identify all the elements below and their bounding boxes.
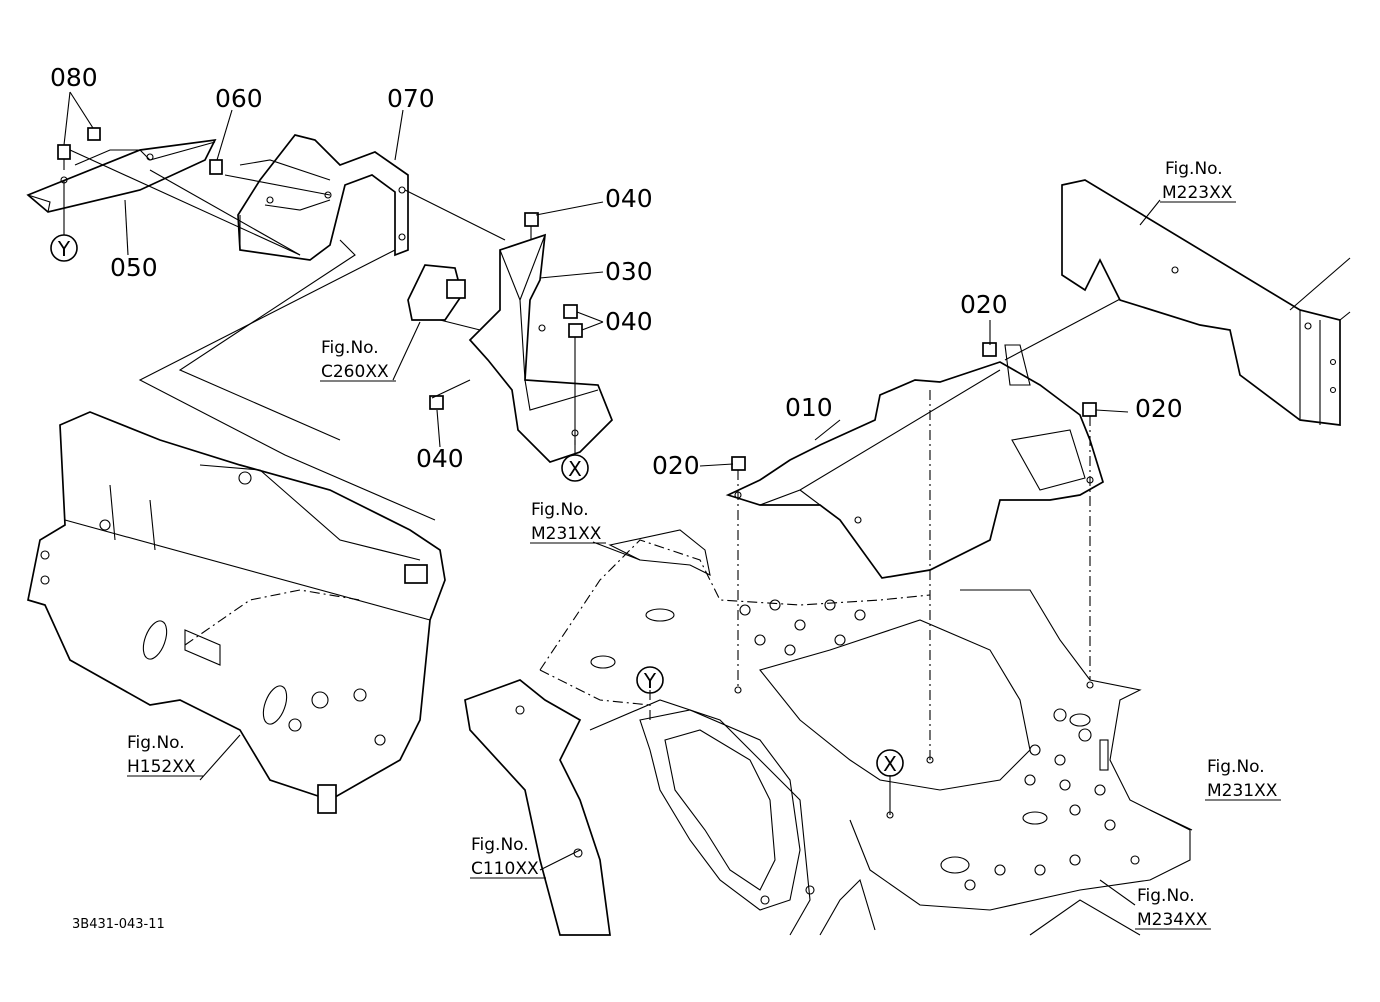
svg-text:Fig.No.: Fig.No.	[1137, 886, 1195, 906]
label-040-low: 040	[416, 444, 464, 473]
svg-text:M231XX: M231XX	[1207, 781, 1278, 801]
fig-ref-m223: Fig.No. M223XX	[1162, 159, 1233, 203]
switch-c260	[407, 264, 466, 321]
svg-text:Fig.No.: Fig.No.	[321, 338, 379, 358]
ref-mark-y-bottom: Y	[636, 666, 664, 694]
fig-ref-m231-top: Fig.No. M231XX	[531, 500, 602, 544]
label-030: 030	[605, 257, 653, 286]
label-080: 080	[50, 63, 98, 92]
bolt-080b	[87, 127, 101, 141]
bolt-040a	[524, 212, 539, 240]
document-id: 3B431-043-11	[72, 917, 165, 932]
part-070-bracket	[237, 134, 409, 261]
fig-ref-c110: Fig.No. C110XX	[471, 835, 539, 879]
label-050: 050	[110, 253, 158, 282]
label-020-left: 020	[652, 451, 700, 480]
fig-ref-m234: Fig.No. M234XX	[1137, 886, 1208, 930]
svg-text:Y: Y	[57, 237, 71, 261]
bolt-040b	[563, 304, 583, 445]
label-070: 070	[387, 84, 435, 113]
label-020-top: 020	[960, 290, 1008, 319]
bolt-080a	[57, 144, 71, 170]
panel-m223	[1061, 179, 1351, 426]
svg-text:X: X	[568, 457, 582, 481]
panel-h152	[27, 411, 446, 814]
fig-ref-c260: Fig.No. C260XX	[321, 338, 389, 382]
part-050-bracket	[26, 138, 217, 213]
svg-text:Fig.No.: Fig.No.	[531, 500, 589, 520]
ref-mark-x-bottom: X	[876, 749, 904, 777]
svg-text:C110XX: C110XX	[471, 859, 539, 879]
bolt-020a	[731, 456, 746, 690]
svg-text:Fig.No.: Fig.No.	[127, 733, 185, 753]
svg-text:X: X	[883, 752, 897, 776]
label-020-right: 020	[1135, 394, 1183, 423]
bolt-020c	[1082, 402, 1097, 680]
svg-text:M223XX: M223XX	[1162, 183, 1233, 203]
part-010-cover	[725, 344, 1105, 579]
label-040-mid: 040	[605, 307, 653, 336]
svg-text:M234XX: M234XX	[1137, 910, 1208, 930]
svg-text:Fig.No.: Fig.No.	[471, 835, 529, 855]
label-010: 010	[785, 393, 833, 422]
label-040-top: 040	[605, 184, 653, 213]
frame-c110-m231	[464, 529, 1191, 936]
nut-060	[209, 159, 223, 175]
svg-text:Fig.No.: Fig.No.	[1165, 159, 1223, 179]
svg-text:H152XX: H152XX	[127, 757, 196, 777]
ref-mark-x-top: X	[561, 454, 589, 482]
fig-ref-m231-right: Fig.No. M231XX	[1207, 757, 1278, 801]
svg-text:C260XX: C260XX	[321, 362, 389, 382]
svg-text:M231XX: M231XX	[531, 524, 602, 544]
svg-text:Fig.No.: Fig.No.	[1207, 757, 1265, 777]
part-030-shield	[468, 233, 613, 463]
label-060: 060	[215, 84, 263, 113]
bolt-040c	[429, 395, 444, 410]
svg-text:Y: Y	[643, 669, 657, 693]
fig-ref-h152: Fig.No. H152XX	[127, 733, 196, 777]
ref-mark-y-top: Y	[50, 234, 78, 262]
